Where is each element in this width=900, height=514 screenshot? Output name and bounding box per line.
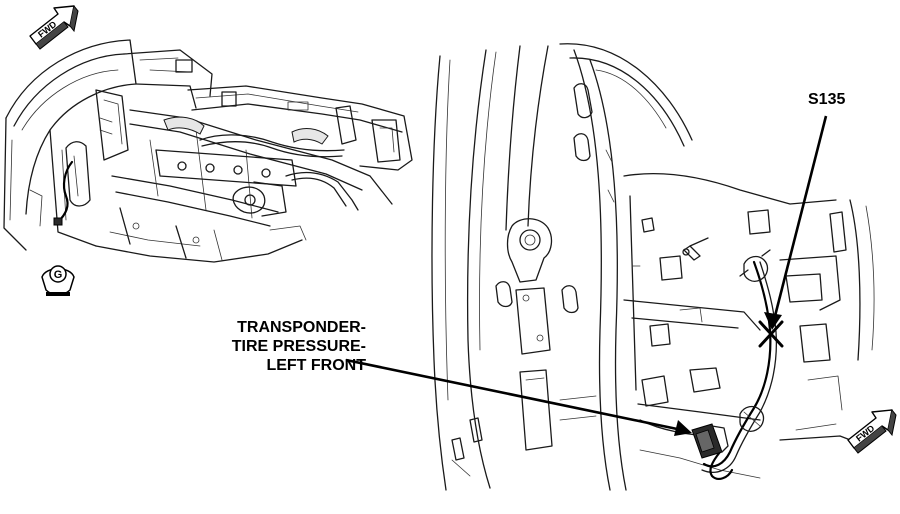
vehicle-overview-inset: [3, 39, 413, 263]
transponder-label: TRANSPONDER- TIRE PRESSURE- LEFT FRONT: [232, 318, 366, 375]
transponder-label-line1: TRANSPONDER-: [237, 319, 366, 336]
wheel-well-detail: [431, 43, 875, 491]
transponder-label-line3: LEFT FRONT: [266, 357, 366, 374]
fwd-arrow-icon-top: FWD: [29, 5, 79, 50]
tire-pressure-harness: [691, 249, 778, 480]
fwd-arrow-icon-bottom: FWD: [847, 409, 897, 454]
splice-label-text: S135: [808, 91, 846, 108]
view-marker-label: G: [54, 269, 63, 281]
splice-label: S135: [808, 90, 845, 109]
splice-leader-line: [764, 115, 828, 330]
splice-s135-marker: [758, 320, 784, 348]
transponder-label-line2: TIRE PRESSURE-: [231, 338, 366, 355]
transponder-leader-line: [345, 358, 692, 436]
view-marker-icon: G: [41, 265, 75, 296]
